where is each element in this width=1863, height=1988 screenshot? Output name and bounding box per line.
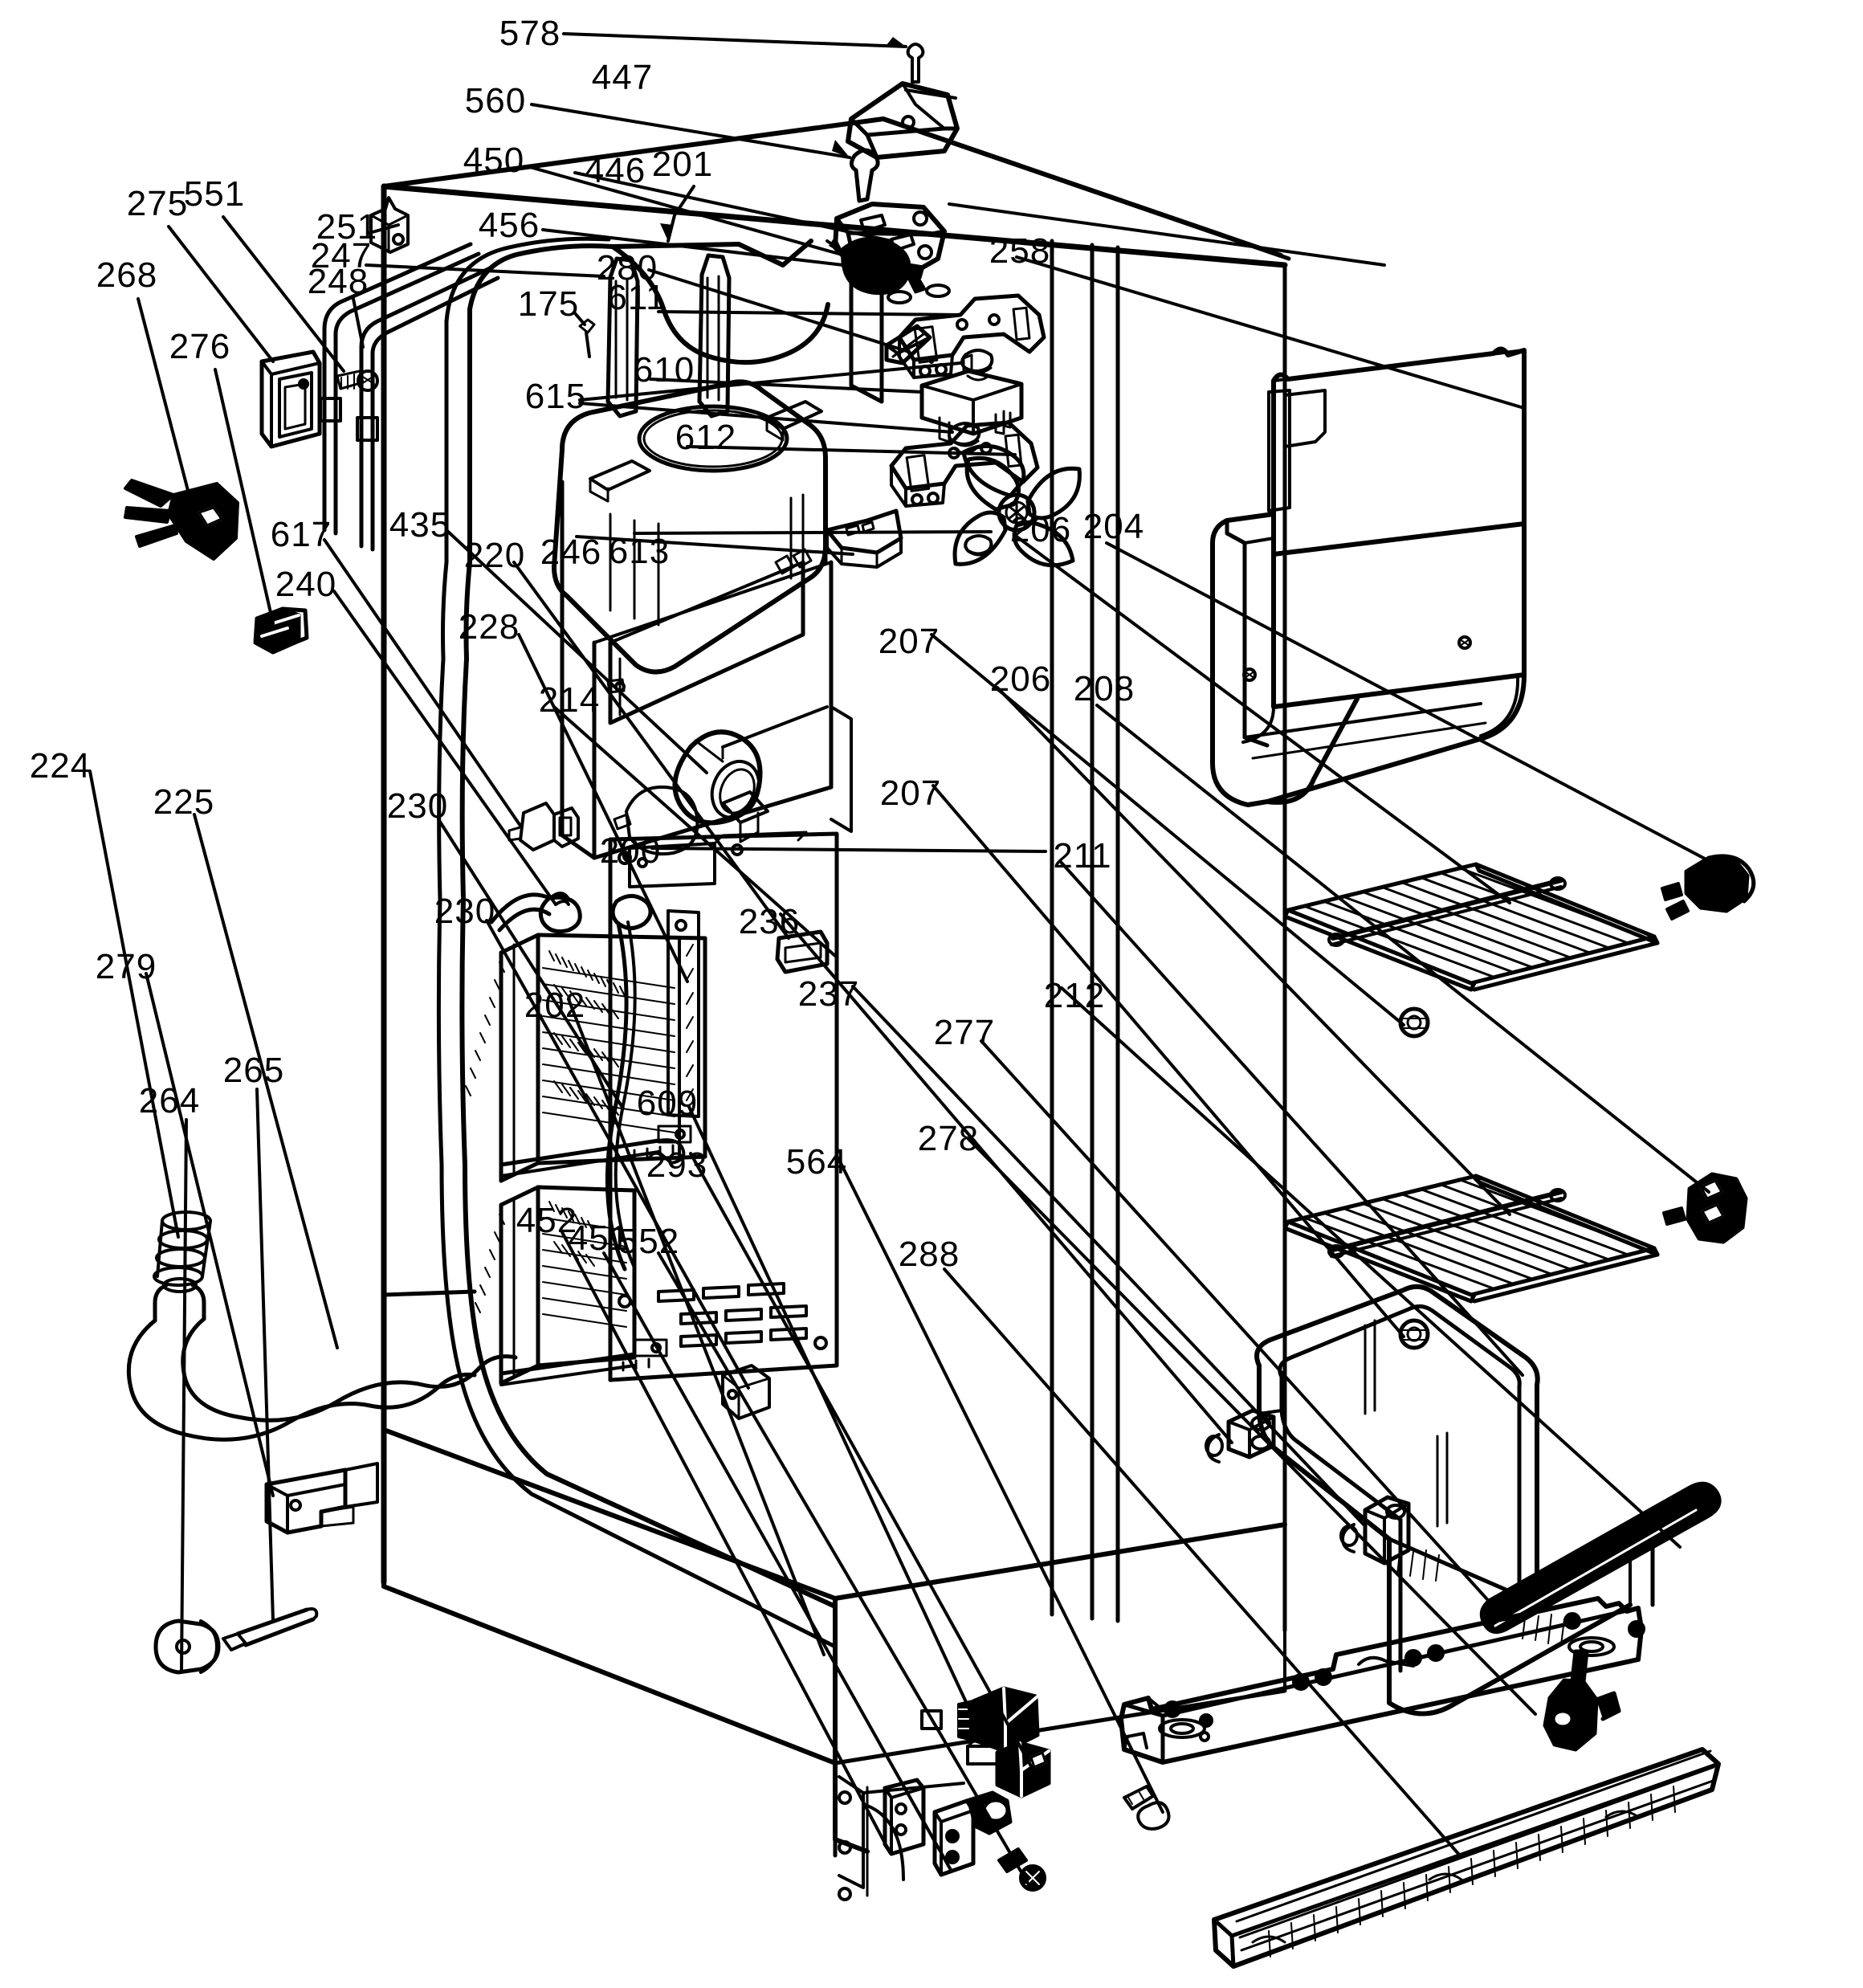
callout-609: 609 [636, 1084, 699, 1123]
callout-208: 208 [1073, 669, 1135, 708]
callout-236: 236 [738, 902, 801, 941]
callout-225: 225 [153, 782, 215, 822]
callout-447: 447 [591, 58, 654, 97]
callout-207b: 207 [879, 774, 942, 813]
callout-175: 175 [517, 284, 580, 324]
callout-578: 578 [499, 14, 561, 53]
callout-560: 560 [464, 81, 527, 120]
callout-206b: 206 [989, 659, 1052, 699]
callout-211: 211 [1053, 836, 1112, 876]
callout-268: 268 [96, 255, 158, 295]
callout-277: 277 [933, 1013, 996, 1052]
callout-207a: 207 [878, 622, 940, 661]
callout-248: 248 [307, 262, 369, 301]
callout-251: 251 [316, 207, 378, 247]
callout-552: 552 [618, 1222, 680, 1261]
callout-617: 617 [270, 515, 332, 554]
callout-293: 293 [646, 1145, 708, 1185]
callout-265: 265 [222, 1051, 285, 1090]
callout-610: 610 [633, 350, 695, 390]
callout-275: 275 [126, 184, 189, 223]
callout-280: 280 [596, 248, 658, 288]
callout-246: 246 [540, 533, 602, 572]
callout-202: 202 [524, 986, 586, 1025]
callout-450: 450 [463, 141, 525, 180]
callout-446: 446 [584, 151, 646, 190]
callout-278: 278 [917, 1119, 980, 1158]
callout-615: 615 [524, 377, 587, 416]
callout-612: 612 [675, 418, 737, 457]
callout-206a: 206 [1009, 510, 1072, 549]
callout-258: 258 [989, 231, 1051, 271]
callout-613: 613 [608, 532, 671, 571]
callout-200: 200 [599, 831, 662, 871]
callout-276: 276 [169, 327, 231, 366]
callout-456: 456 [478, 206, 540, 245]
callout-551: 551 [183, 174, 246, 214]
callout-237: 237 [797, 974, 860, 1014]
callout-247: 247 [310, 236, 373, 276]
callout-288: 288 [898, 1235, 960, 1274]
callout-228: 228 [458, 607, 520, 647]
callout-220: 220 [463, 536, 526, 575]
callout-611: 611 [607, 278, 667, 317]
callout-564: 564 [785, 1142, 848, 1182]
callout-224: 224 [29, 746, 92, 786]
callout-452: 452 [516, 1201, 578, 1240]
callout-212: 212 [1043, 976, 1106, 1015]
callout-435: 435 [389, 505, 451, 545]
callout-214: 214 [538, 680, 601, 720]
callout-264: 264 [138, 1081, 201, 1121]
callout-240: 240 [275, 565, 337, 604]
callout-279: 279 [95, 947, 157, 986]
callout-204: 204 [1082, 507, 1145, 546]
callout-451: 451 [568, 1219, 630, 1258]
callout-201: 201 [651, 145, 714, 184]
callout-230a: 230 [386, 786, 449, 826]
callout-230b: 230 [434, 892, 496, 931]
